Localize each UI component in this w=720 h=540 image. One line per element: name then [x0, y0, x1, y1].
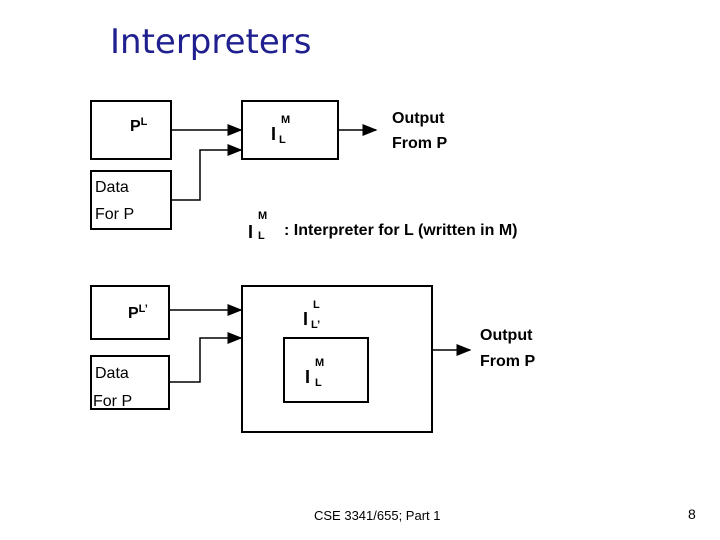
bottom-output-line2: From P — [480, 353, 536, 370]
legend-sub: L — [258, 230, 265, 242]
top-data-box: Data For P — [90, 170, 172, 230]
bottom-data-box: Data — [90, 355, 170, 410]
bottom-interpreter1-sub: L’ — [311, 319, 321, 331]
bottom-interpreter2-symbol: I — [305, 367, 311, 387]
bottom-interpreter2-sub: L — [315, 377, 322, 389]
top-interpreter-box: I M L — [241, 100, 339, 160]
interpreter-legend: I M L : Interpreter for L (written in M) — [248, 210, 568, 246]
bottom-output-line1: Output — [480, 327, 533, 344]
legend-symbol: I — [248, 222, 254, 242]
bottom-interpreter-box: I L L’ I M L — [241, 285, 433, 433]
top-output-line2: From P — [392, 135, 448, 152]
top-interpreter-symbol: I — [271, 124, 277, 144]
legend-sup: M — [258, 210, 268, 222]
bottom-interpreter2-sup: M — [315, 357, 325, 369]
bottom-program-box: PL’ — [90, 285, 170, 340]
top-data-label-line1: Data — [95, 179, 129, 196]
top-interpreter-sub: L — [279, 134, 286, 146]
bottom-data-arrow — [170, 332, 243, 383]
bottom-interpreter1-symbol: I — [303, 309, 309, 329]
top-interpreter-sup: M — [281, 114, 291, 126]
bottom-interpreter1-sup: L — [313, 299, 320, 311]
top-data-arrow — [172, 144, 243, 201]
bottom-program-label: PL’ — [128, 303, 148, 322]
page-number: 8 — [688, 506, 696, 522]
top-output-line1: Output — [392, 110, 445, 127]
top-program-label: PL — [130, 116, 148, 135]
top-data-label-line2: For P — [95, 206, 135, 223]
slide-title: Interpreters — [110, 22, 312, 62]
bottom-inner-interpreter-box: I M L — [283, 337, 369, 403]
bottom-data-label-line2: For P — [93, 393, 133, 410]
top-program-box: PL — [90, 100, 172, 160]
legend-text: : Interpreter for L (written in M) — [284, 222, 518, 239]
footer-course: CSE 3341/655; Part 1 — [314, 508, 441, 523]
bottom-data-label-line1: Data — [95, 365, 129, 382]
